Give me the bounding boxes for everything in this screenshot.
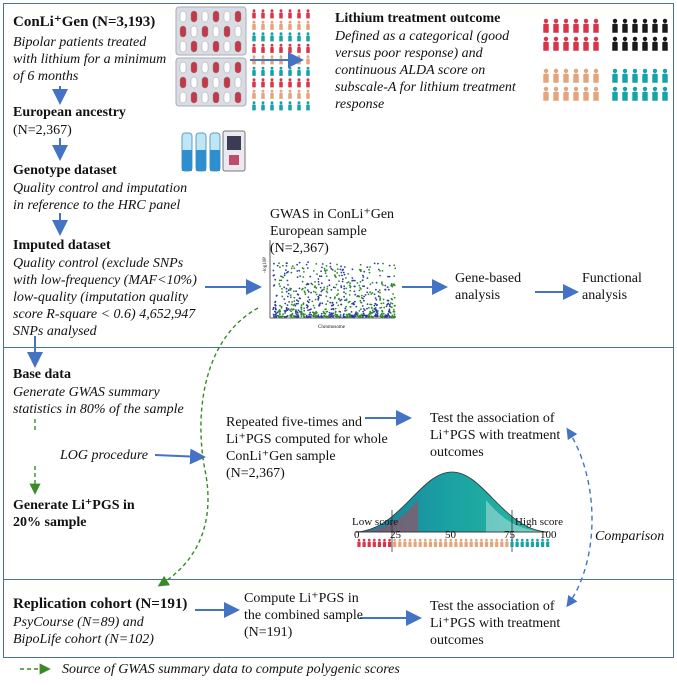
- test-text: Test the association of Li⁺PGS with trea…: [430, 411, 561, 460]
- outcome-group-icon: [543, 18, 668, 101]
- euro-title: European ancestry: [13, 105, 126, 120]
- scale-tick-75: 75: [504, 529, 515, 541]
- comparison-arrow: [566, 427, 593, 608]
- repeated-text: Repeated five-times and Li⁺PGS computed …: [226, 415, 388, 481]
- gene-based-label: Gene-based analysis: [455, 271, 522, 303]
- outcome-title: Lithium treatment outcome: [335, 11, 501, 26]
- dashed-gwas-to-replication: [157, 307, 259, 587]
- section-replication: [3, 579, 674, 658]
- outcome-desc: Defined as a categorical (good versus po…: [335, 29, 516, 112]
- scale-tick-25: 25: [390, 529, 401, 541]
- manhattan-xlabel: Chromosome: [318, 325, 345, 330]
- scale-tick-50: 50: [445, 529, 456, 541]
- genotype-vials-icon: [181, 130, 246, 172]
- pill-pack-icon: [175, 6, 247, 107]
- comparison-label: Comparison: [595, 529, 665, 544]
- manhattan-plot: [269, 240, 397, 319]
- rep-title: Replication cohort (N=191): [13, 596, 188, 612]
- imputed-title: Imputed dataset: [13, 238, 111, 253]
- generate-title: Generate Li⁺PGS in 20% sample: [13, 498, 135, 530]
- base-desc: Generate GWAS summary statistics in 80% …: [13, 385, 184, 417]
- conli-title: ConLi⁺Gen (N=3,193): [13, 14, 156, 30]
- geno-title: Genotype dataset: [13, 163, 117, 178]
- functional-label: Functional analysis: [582, 271, 642, 303]
- compute-text: Compute Li⁺PGS in the combined sample (N…: [244, 591, 363, 640]
- log-procedure: LOG procedure: [60, 448, 149, 463]
- geno-desc: Quality control and imputation in refere…: [13, 181, 188, 213]
- arrow-to-repeated: [154, 448, 206, 465]
- high-score-label: High score: [515, 516, 563, 528]
- gwas-title: GWAS in ConLi⁺Gen European sample (N=2,3…: [270, 207, 395, 256]
- scale-tick-0: 0: [354, 529, 360, 541]
- base-title: Base data: [13, 367, 71, 382]
- scale-tick-100: 100: [540, 529, 557, 541]
- rep-desc: PsyCourse (N=89) and BipoLife cohort (N=…: [13, 615, 154, 647]
- conli-desc: Bipolar patients treated with lithium fo…: [13, 35, 167, 84]
- bell-curve-figure: [355, 471, 550, 552]
- low-score-label: Low score: [352, 516, 399, 528]
- imputed-desc: Quality control (exclude SNPs with low-f…: [13, 256, 197, 339]
- manhattan-ylabel: -log10P: [262, 257, 268, 273]
- euro-n: (N=2,367): [13, 123, 72, 138]
- legend-text: Source of GWAS summary data to compute p…: [62, 662, 400, 677]
- test-text-rep: Test the association of Li⁺PGS with trea…: [430, 599, 561, 648]
